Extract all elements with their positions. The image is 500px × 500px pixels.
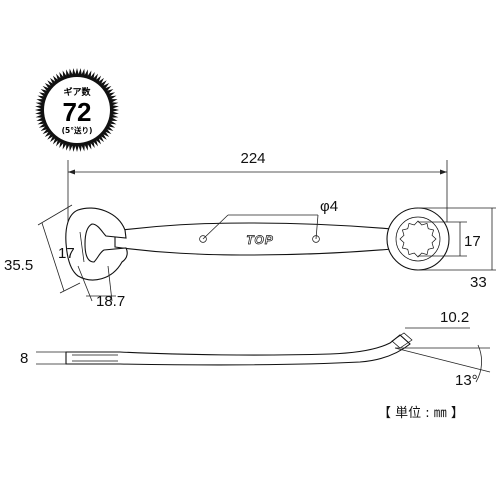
badge-top-label: ギア数 <box>63 86 91 98</box>
wrench-side-view <box>65 332 413 366</box>
overall-length-label: 224 <box>240 150 265 167</box>
open-end-size-label: 17 <box>58 245 75 262</box>
thickness-ring-label: 10.2 <box>440 309 469 326</box>
open-end-width-label: 18.7 <box>96 293 125 310</box>
side-profile <box>65 334 411 366</box>
gear-count-badge: ギア数 72 (5°送り) <box>35 68 119 152</box>
ring-end-height-label: 33 <box>470 274 487 291</box>
ring-end-size-label: 17 <box>464 233 481 250</box>
hole-diameter-label: φ4 <box>320 198 338 215</box>
brand-logo: TOP <box>246 233 273 247</box>
hole-diameter-callout: φ4 <box>202 198 338 240</box>
open-end-head <box>65 207 128 281</box>
wrench-top-view: TOP <box>65 207 450 281</box>
open-end-dimensions: 35.5 17 18.7 <box>4 204 125 310</box>
offset-angle-label: 13° <box>455 372 478 389</box>
overall-length-dimension: 224 <box>67 150 448 222</box>
open-end-height-label: 35.5 <box>4 257 33 274</box>
badge-gear-value: 72 <box>63 97 92 127</box>
side-view-dimensions: 8 10.2 13° <box>20 309 491 389</box>
unit-label: 【 単位 : ㎜ 】 <box>378 406 464 421</box>
badge-bottom-label: (5°送り) <box>62 125 93 135</box>
ring-end-dimensions: 17 33 <box>418 207 496 291</box>
handle-hole-left <box>199 235 207 243</box>
ring-twelve-point-opening <box>399 220 437 258</box>
thickness-open-label: 8 <box>20 350 28 367</box>
